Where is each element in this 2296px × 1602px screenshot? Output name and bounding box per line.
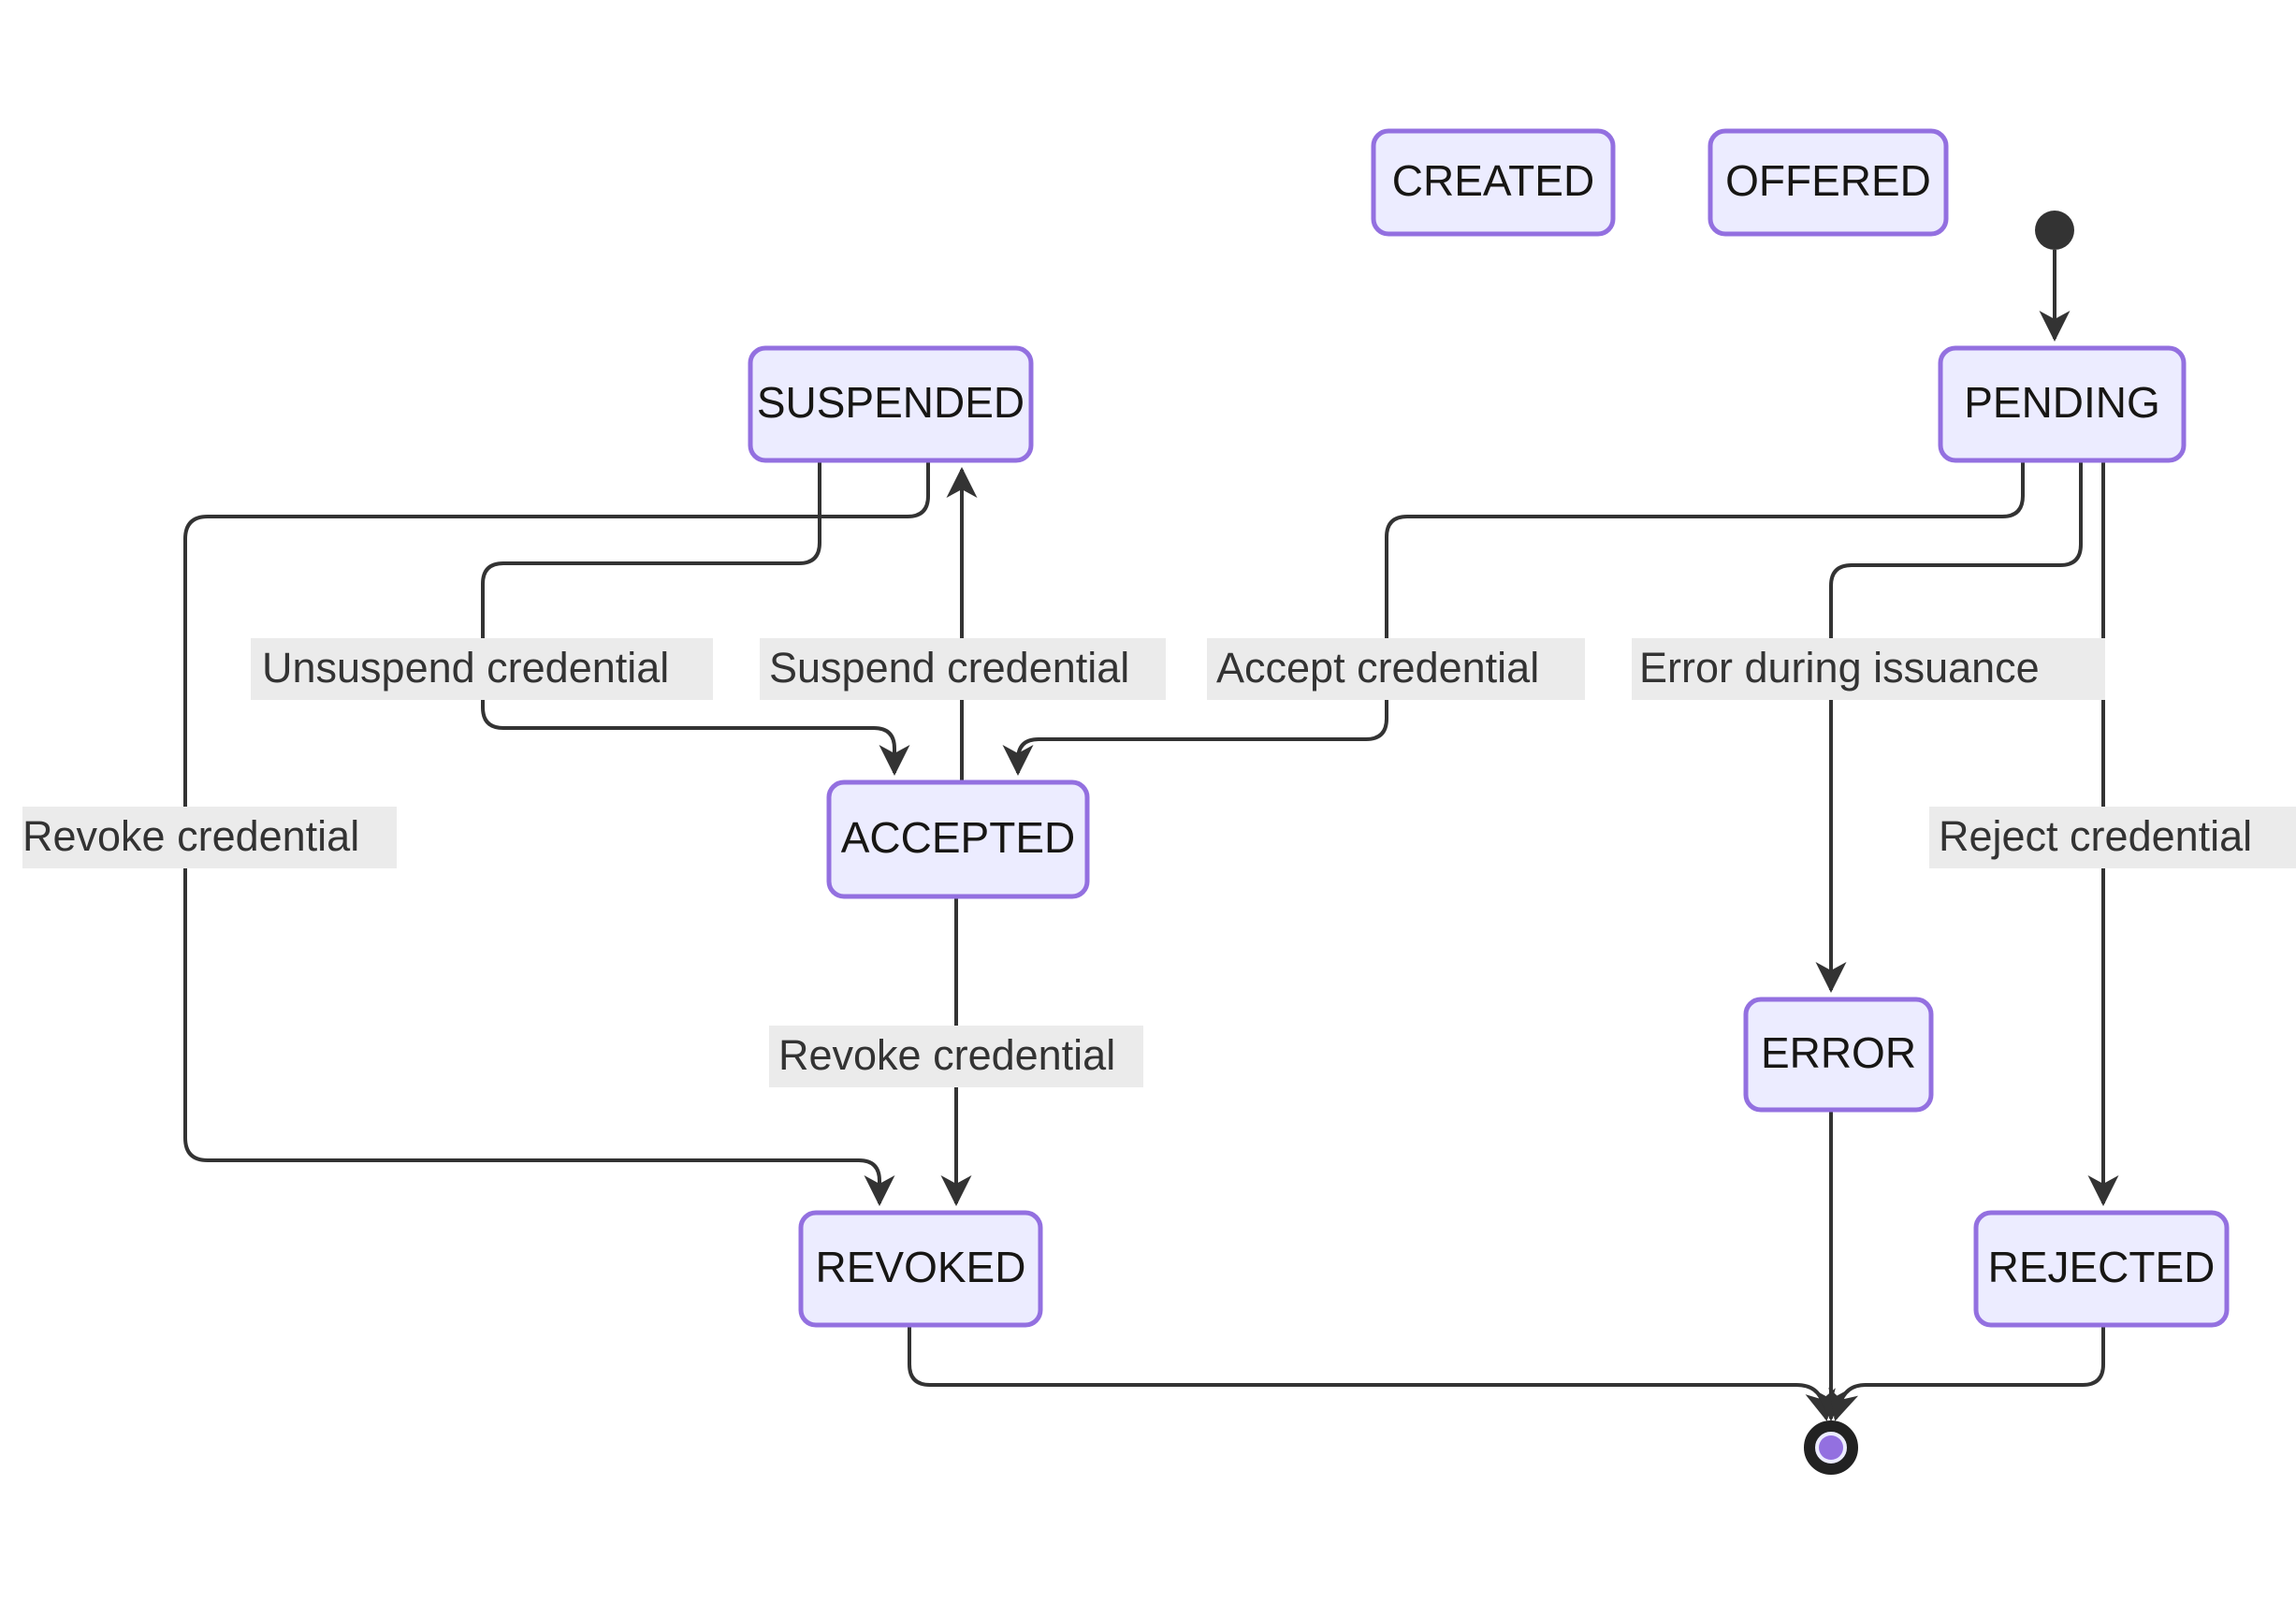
edge-label-text: Accept credential [1216,644,1539,692]
state-node-box[interactable] [1743,997,1934,1113]
state-node-box[interactable] [798,1210,1043,1328]
edge-labels-layer: Revoke credential Unsuspend credential S… [22,638,2296,1087]
edge-label-suspended-to-accepted: Unsuspend credential [251,638,713,700]
state-node-box[interactable] [1371,128,1616,237]
edge-label-pending-to-error: Error during issuance [1632,638,2105,700]
end-state-icon [1819,1435,1843,1460]
state-node-label: CREATED [1392,156,1594,205]
edge-rejected-to-end [1828,1325,2105,1421]
state-node-label: REVOKED [816,1243,1026,1291]
edges-layer [183,250,2119,1421]
state-node-accepted[interactable]: ACCEPTED [826,779,1090,899]
state-node-error[interactable]: ERROR [1743,997,1934,1113]
state-node-created[interactable]: CREATED [1371,128,1616,237]
state-node-box[interactable] [1707,128,1949,237]
edge-label-pending-to-rejected: Reject credential [1929,807,2296,868]
edge-label-text: Unsuspend credential [262,644,669,692]
state-node-offered[interactable]: OFFERED [1707,128,1949,237]
edge-pending-to-error [1815,460,2083,993]
state-node-box[interactable] [1973,1210,2230,1328]
edge-label-accepted-to-suspended: Suspend credential [760,638,1166,700]
edge-label-accepted-to-revoked: Revoke credential [769,1026,1143,1087]
edge-label-text: Revoke credential [22,812,359,860]
edge-label-pending-to-accepted: Accept credential [1207,638,1585,700]
state-node-label: ACCEPTED [841,813,1075,862]
state-node-box[interactable] [826,779,1090,899]
state-node-revoked[interactable]: REVOKED [798,1210,1043,1328]
edge-label-text: Reject credential [1939,812,2252,860]
state-node-rejected[interactable]: REJECTED [1973,1210,2230,1328]
state-node-box[interactable] [748,345,1034,463]
edge-label-text: Revoke credential [778,1031,1115,1079]
edge-label-suspended-to-revoked: Revoke credential [22,807,397,868]
state-node-label: SUSPENDED [757,378,1024,427]
start-state-icon [2035,211,2074,250]
state-node-label: OFFERED [1725,156,1931,205]
state-node-label: REJECTED [1988,1243,2216,1291]
edge-pending-to-accepted [1002,460,2025,776]
states-layer: CREATED OFFERED SUSPENDED PENDING ACCEPT… [748,128,2230,1328]
state-node-pending[interactable]: PENDING [1938,345,2187,463]
start-state-marker [2035,211,2074,250]
edge-revoked-to-end [908,1325,1836,1421]
state-node-label: ERROR [1761,1028,1916,1077]
edge-suspended-to-accepted [481,460,910,776]
state-node-label: PENDING [1964,378,2160,427]
state-node-box[interactable] [1938,345,2187,463]
end-state-ring [1804,1420,1858,1475]
edge-label-text: Suspend credential [769,644,1129,692]
edge-label-text: Error during issuance [1639,644,2040,692]
state-node-suspended[interactable]: SUSPENDED [748,345,1034,463]
end-state-marker [1804,1420,1858,1475]
